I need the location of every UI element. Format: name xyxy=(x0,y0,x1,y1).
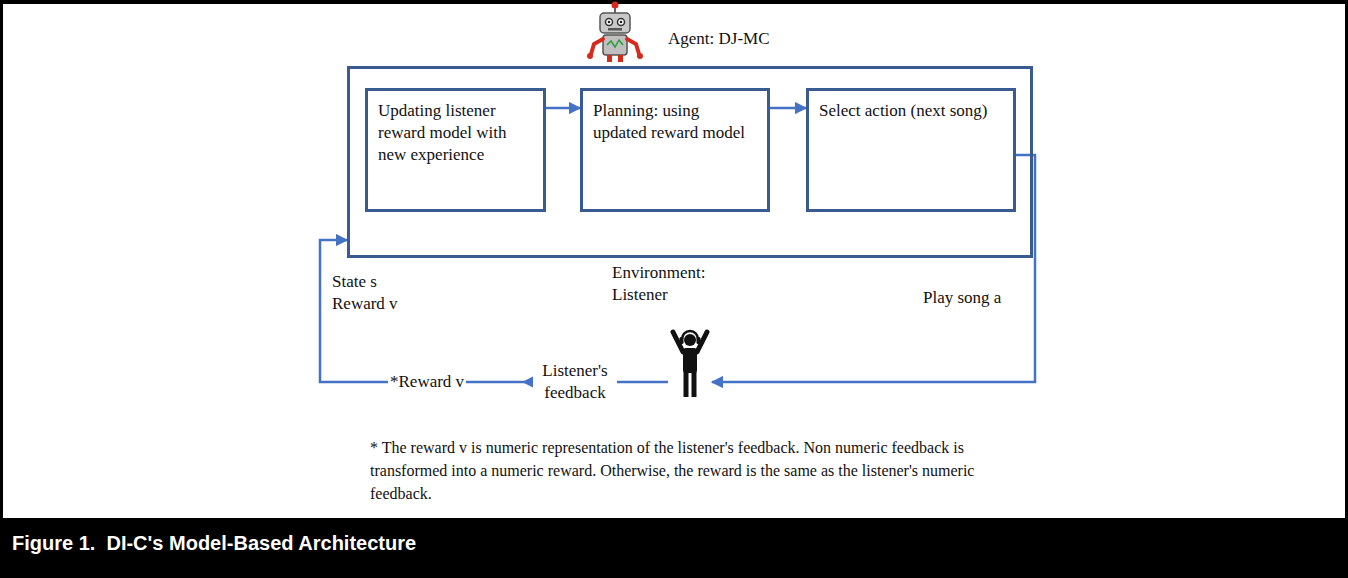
process-box: Planning: using updated reward model xyxy=(580,88,770,212)
agent-box: Agent: DJ-MCUpdating listener reward mod… xyxy=(347,66,1033,258)
node-text: Planning: using updated reward model xyxy=(593,100,757,144)
listener-node: Environment: Listener xyxy=(668,328,712,398)
edge-label: Play song a xyxy=(921,287,1003,309)
node-heading: Agent: DJ-MC xyxy=(668,28,868,50)
flow-arrow xyxy=(546,107,580,110)
figure-caption: Figure 1. DI-C's Model-Based Architectur… xyxy=(12,530,416,556)
process-box: Select action (next song) xyxy=(806,88,1016,212)
process-box: Updating listener reward model with new … xyxy=(365,88,546,212)
node-text: Select action (next song) xyxy=(819,100,1003,122)
footnote: * The reward v is numeric representation… xyxy=(370,436,998,505)
node-heading: Environment: Listener xyxy=(612,262,730,306)
robot-icon xyxy=(587,2,643,63)
reward-label: *Reward v xyxy=(388,371,466,393)
node-text: Updating listener reward model with new … xyxy=(378,100,533,166)
signal-label: State s Reward v xyxy=(330,271,416,315)
edge-label: Listener's feedback xyxy=(533,360,617,404)
listener-icon xyxy=(668,328,712,398)
flow-arrow xyxy=(770,107,806,110)
